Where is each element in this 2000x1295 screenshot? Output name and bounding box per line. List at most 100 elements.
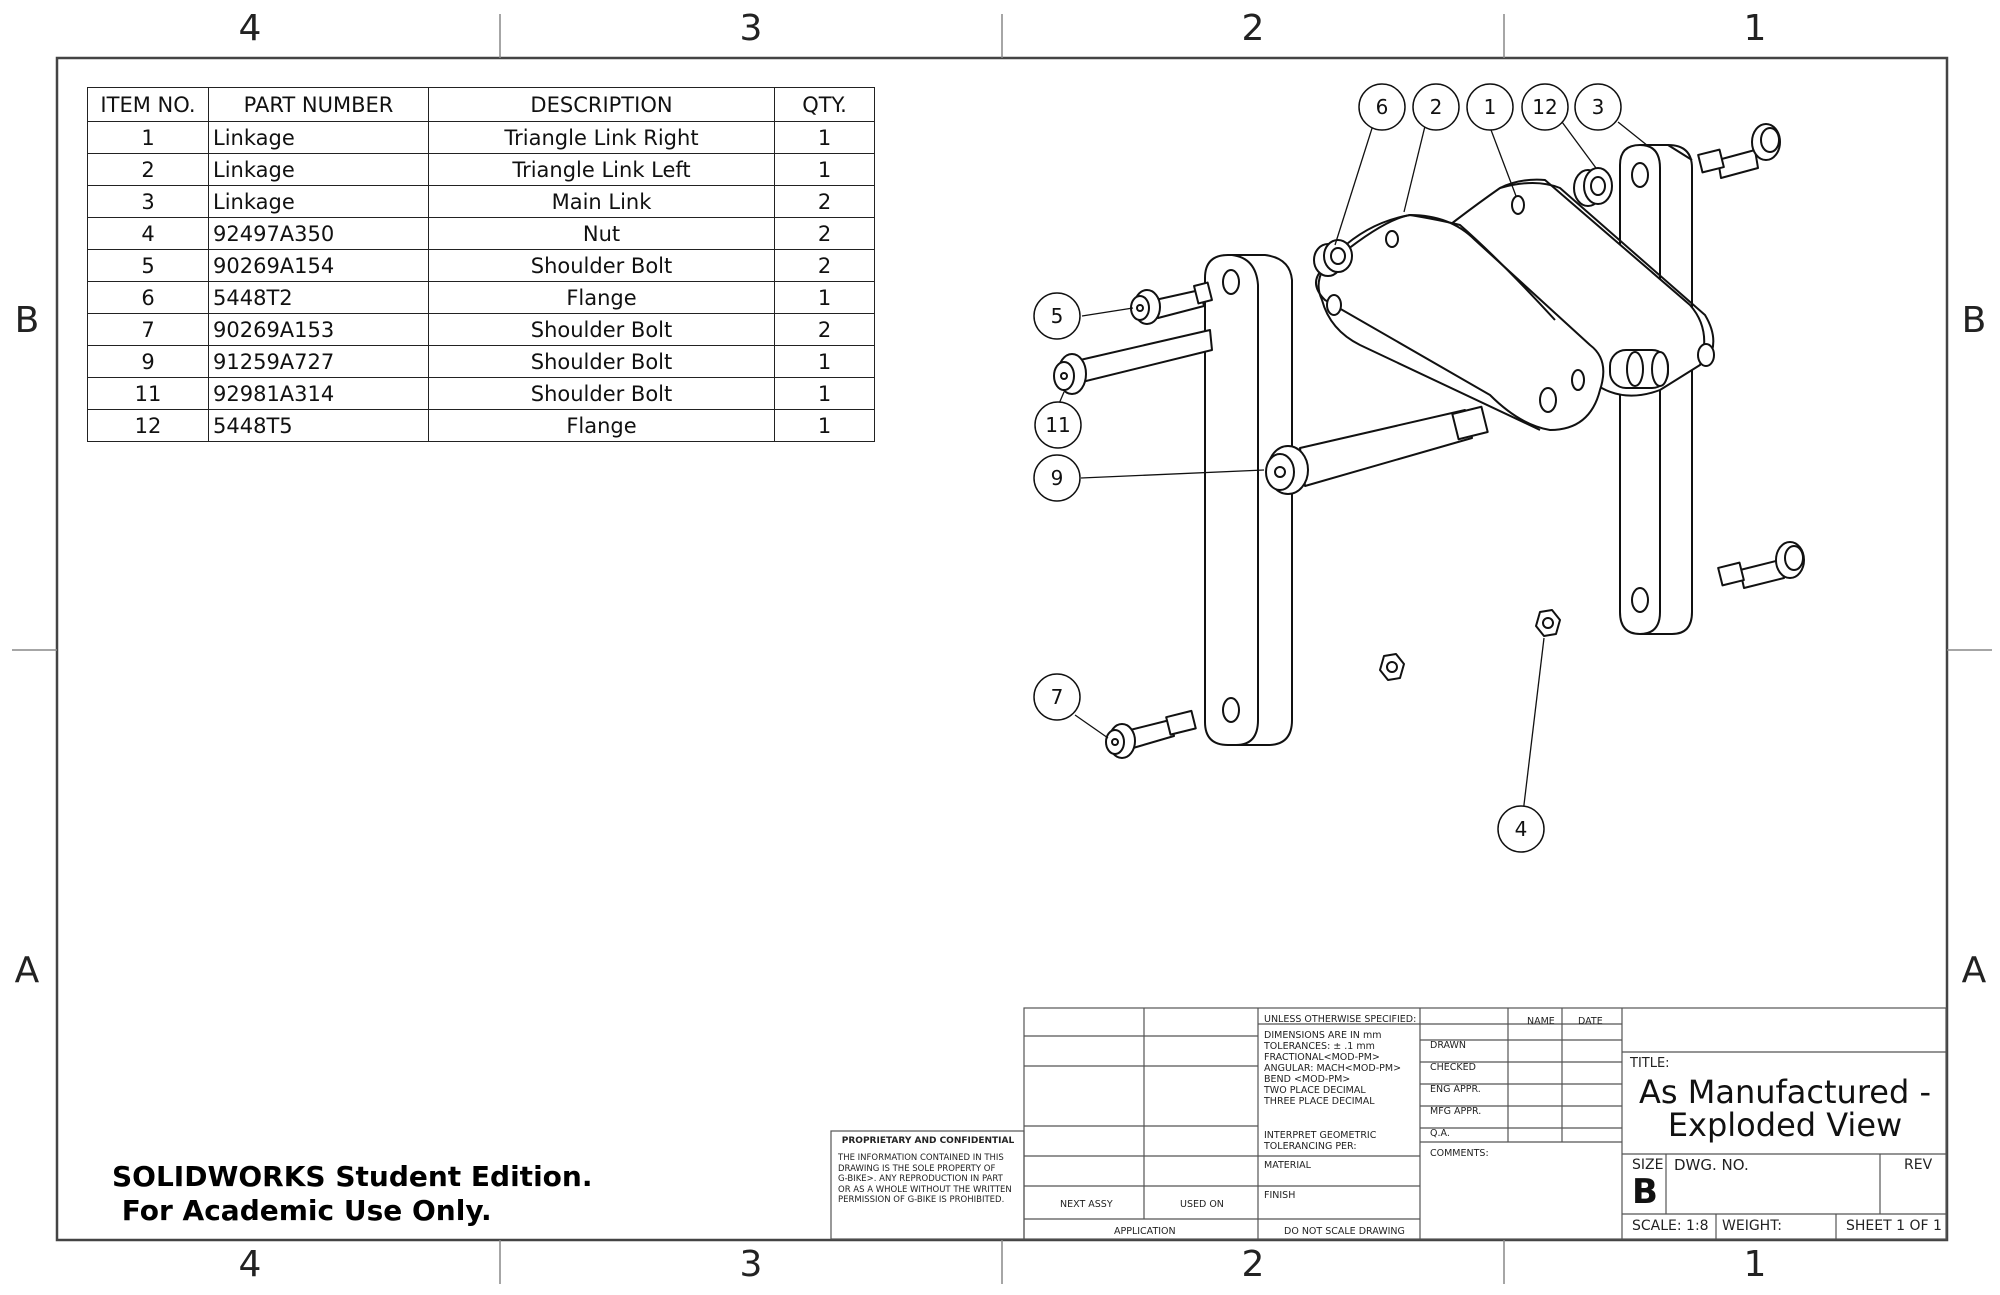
proprietary-title: PROPRIETARY AND CONFIDENTIAL bbox=[841, 1136, 1015, 1146]
bom-cell-description: Flange bbox=[428, 281, 775, 314]
tolerance-line: DIMENSIONS ARE IN mm bbox=[1264, 1030, 1382, 1041]
zone-label-left-a: A bbox=[14, 950, 40, 991]
zone-label-bottom-2: 2 bbox=[1241, 1244, 1265, 1285]
tolerance-line: BEND <MOD-PM> bbox=[1264, 1074, 1351, 1085]
bom-cell-description: Shoulder Bolt bbox=[428, 313, 775, 346]
balloon-label: 11 bbox=[1045, 413, 1070, 437]
bom-header-row: ITEM NO. PART NUMBER DESCRIPTION QTY. bbox=[87, 87, 875, 122]
balloon-1: 1 bbox=[1466, 83, 1514, 131]
bom-cell-qty: 1 bbox=[774, 121, 875, 154]
tolerance-line: TOLERANCES: ± .1 mm bbox=[1264, 1041, 1375, 1052]
bom-header-item: ITEM NO. bbox=[87, 87, 209, 122]
watermark-line1: SOLIDWORKS Student Edition. bbox=[112, 1160, 593, 1193]
role-qa: Q.A. bbox=[1430, 1128, 1450, 1139]
center-pin bbox=[1609, 349, 1669, 389]
bom-cell-qty: 1 bbox=[774, 377, 875, 410]
student-edition-watermark: SOLIDWORKS Student Edition. For Academic… bbox=[112, 1160, 592, 1228]
bom-cell-item: 3 bbox=[87, 185, 209, 218]
zone-label-top-4: 4 bbox=[238, 8, 262, 49]
proprietary-text: THE INFORMATION CONTAINED IN THIS DRAWIN… bbox=[838, 1153, 1018, 1206]
bom-cell-part: 92497A350 bbox=[208, 217, 429, 250]
bom-header-part: PART NUMBER bbox=[208, 87, 429, 122]
balloon-5: 5 bbox=[1033, 292, 1081, 340]
proprietary-box: PROPRIETARY AND CONFIDENTIAL THE INFORMA… bbox=[838, 1136, 1018, 1206]
leader-lines bbox=[1057, 121, 1649, 814]
zone-label-left-b: B bbox=[14, 300, 40, 341]
proprietary-line: THE INFORMATION CONTAINED IN THIS bbox=[838, 1153, 1004, 1163]
bom-cell-description: Shoulder Bolt bbox=[428, 377, 775, 410]
balloon-6: 6 bbox=[1358, 83, 1406, 131]
balloon-label: 6 bbox=[1376, 95, 1389, 119]
bom-cell-item: 4 bbox=[87, 217, 209, 250]
drawing-title-line1: As Manufactured - bbox=[1639, 1073, 1931, 1111]
bom-cell-part: 91259A727 bbox=[208, 345, 429, 378]
tolerance-line: ANGULAR: MACH<MOD-PM> bbox=[1264, 1063, 1402, 1074]
balloon-11: 11 bbox=[1034, 401, 1082, 449]
zone-label-bottom-1: 1 bbox=[1743, 1244, 1767, 1285]
bom-cell-part: Linkage bbox=[208, 121, 429, 154]
balloon-7: 7 bbox=[1033, 673, 1081, 721]
finish-label: FINISH bbox=[1264, 1190, 1296, 1201]
bom-cell-description: Flange bbox=[428, 409, 775, 442]
tolerance-line: FRACTIONAL<MOD-PM> bbox=[1264, 1052, 1380, 1063]
comments-label: COMMENTS: bbox=[1430, 1148, 1489, 1159]
balloon-circle bbox=[1034, 401, 1082, 449]
drawing-title: As Manufactured - Exploded View bbox=[1630, 1076, 1940, 1142]
zone-label-top-1: 1 bbox=[1743, 8, 1767, 49]
name-column-header: NAME bbox=[1527, 1016, 1555, 1027]
balloon-circle bbox=[1033, 673, 1081, 721]
balloon-label: 7 bbox=[1051, 685, 1064, 709]
tolerance-line: THREE PLACE DECIMAL bbox=[1264, 1096, 1375, 1107]
bolt-top-right bbox=[1697, 123, 1781, 179]
scale-label: SCALE: 1:8 bbox=[1632, 1218, 1709, 1234]
sheet-label: SHEET 1 OF 1 bbox=[1846, 1218, 1942, 1234]
zone-label-top-2: 2 bbox=[1241, 8, 1265, 49]
tolerance-line: TWO PLACE DECIMAL bbox=[1264, 1085, 1366, 1096]
balloon-circle bbox=[1497, 805, 1545, 853]
balloon-12: 12 bbox=[1521, 83, 1569, 131]
unless-specified-label: UNLESS OTHERWISE SPECIFIED: bbox=[1264, 1014, 1417, 1025]
nut-4-upper bbox=[1535, 609, 1561, 637]
interpret-line: INTERPRET GEOMETRIC bbox=[1264, 1130, 1377, 1141]
balloon-label: 2 bbox=[1430, 95, 1443, 119]
interpret-line: TOLERANCING PER: bbox=[1264, 1141, 1357, 1152]
bolt-long-9 bbox=[1265, 405, 1489, 495]
bolt-bottom-right bbox=[1717, 541, 1805, 589]
role-eng-appr: ENG APPR. bbox=[1430, 1084, 1481, 1095]
bom-cell-qty: 2 bbox=[774, 185, 875, 218]
zone-label-right-b: B bbox=[1961, 300, 1987, 341]
bom-cell-part: Linkage bbox=[208, 185, 429, 218]
bom-cell-item: 11 bbox=[87, 377, 209, 410]
proprietary-line: PERMISSION OF G-BIKE IS PROHIBITED. bbox=[838, 1195, 1005, 1205]
zone-label-bottom-3: 3 bbox=[739, 1244, 763, 1285]
bolt-11 bbox=[1053, 329, 1213, 395]
size-value: B bbox=[1632, 1172, 1658, 1212]
balloon-circle bbox=[1521, 83, 1569, 131]
zone-label-top-3: 3 bbox=[739, 8, 763, 49]
bolt-7 bbox=[1105, 709, 1197, 759]
flange-12 bbox=[1573, 167, 1613, 207]
balloon-circle bbox=[1412, 83, 1460, 131]
material-label: MATERIAL bbox=[1264, 1160, 1311, 1171]
balloon-circle bbox=[1033, 454, 1081, 502]
balloon-label: 12 bbox=[1532, 95, 1557, 119]
application-label: APPLICATION bbox=[1114, 1226, 1176, 1237]
nut-4-lower bbox=[1379, 653, 1405, 681]
do-not-scale-label: DO NOT SCALE DRAWING bbox=[1284, 1226, 1405, 1237]
bom-header-description: DESCRIPTION bbox=[428, 87, 775, 122]
used-on-label: USED ON bbox=[1180, 1199, 1224, 1210]
role-mfg-appr: MFG APPR. bbox=[1430, 1106, 1482, 1117]
bom-cell-part: 5448T2 bbox=[208, 281, 429, 314]
balloon-circle bbox=[1466, 83, 1514, 131]
